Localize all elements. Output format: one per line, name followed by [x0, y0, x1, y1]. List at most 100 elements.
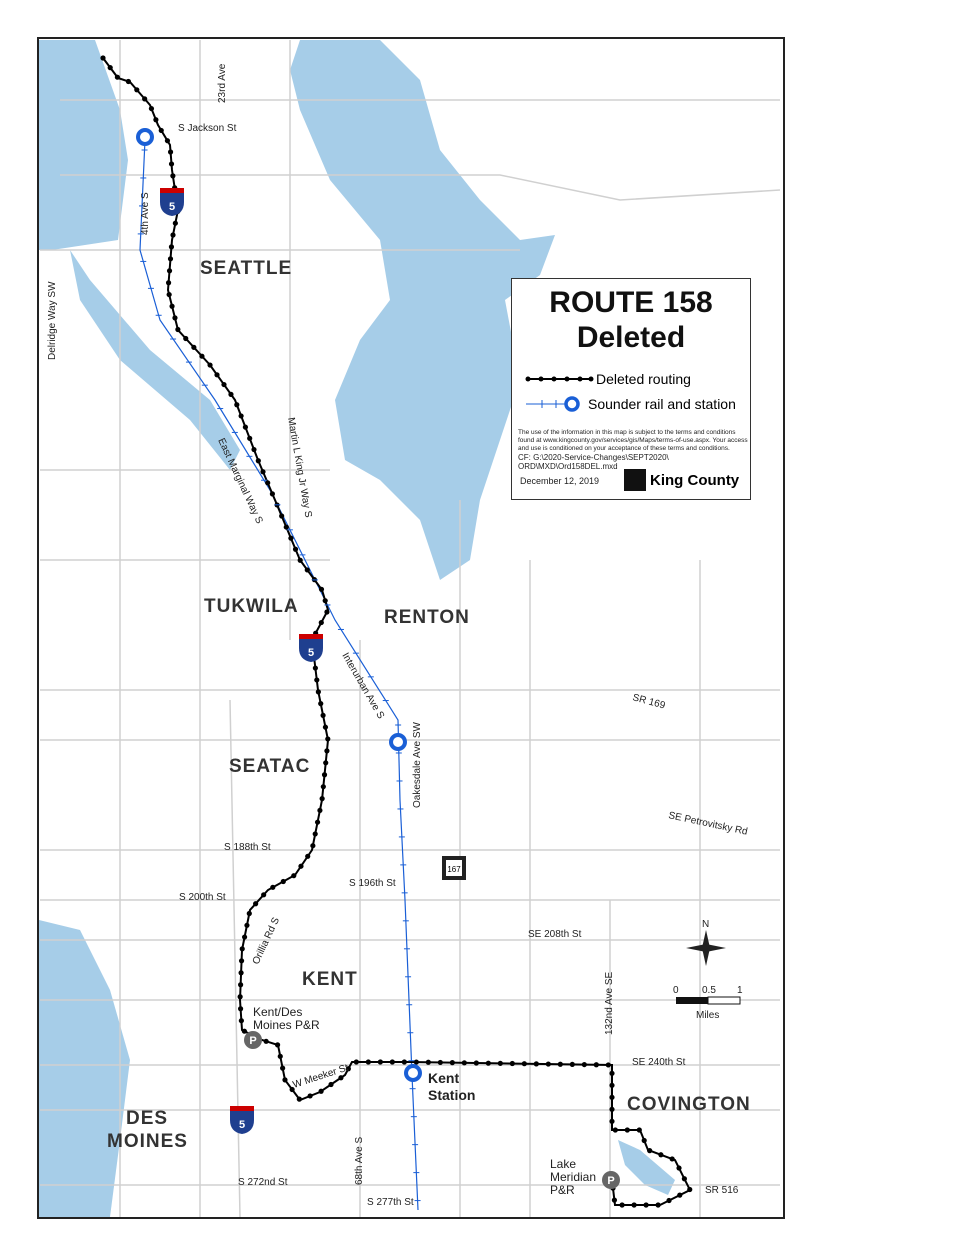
sr167-shield: 167: [442, 856, 466, 880]
king-county-logo-icon: [624, 469, 646, 491]
route-stop-dot: [322, 724, 329, 730]
svg-text:0.5: 0.5: [702, 985, 716, 996]
route-stop-dot: [100, 55, 106, 61]
route-stop-dot: [170, 173, 176, 179]
disclaimer: The use of the information in this map i…: [518, 429, 748, 452]
route-stop-dot: [317, 807, 323, 814]
label-kent: KENT: [302, 969, 358, 990]
route-stop-dot: [297, 557, 303, 563]
route-stop-dot: [260, 469, 266, 475]
king-county-logo: King County: [624, 469, 739, 491]
route-stop-dot: [168, 161, 175, 167]
route-stop-dot: [636, 1127, 642, 1133]
route-stop-dot: [298, 863, 304, 869]
route-stop-dot: [485, 1060, 491, 1066]
svg-text:S Jackson St: S Jackson St: [178, 123, 237, 134]
route-stop-dot: [338, 1075, 344, 1081]
route-stop-dot: [612, 1127, 618, 1133]
svg-text:0: 0: [673, 985, 679, 996]
lake-meridian: [618, 1140, 675, 1195]
route-stop-dot: [687, 1186, 693, 1193]
route-stop-dot: [228, 391, 234, 397]
route-stop-dot: [253, 901, 259, 907]
route-stop-dot: [280, 878, 286, 885]
route-stop-dot: [310, 843, 316, 849]
route-stop-dot: [238, 1018, 244, 1024]
svg-text:132nd Ave SE: 132nd Ave SE: [604, 971, 615, 1035]
route-stop-dot: [169, 303, 175, 309]
route-stop-dot: [241, 934, 248, 940]
route-stop-dot: [377, 1059, 383, 1065]
route-stop-dot: [238, 958, 245, 964]
scale-bar: 0 0.5 1 Miles: [673, 985, 743, 1021]
route-stop-dot: [291, 873, 297, 879]
puget-sound: [39, 920, 130, 1217]
route-stop-dot: [269, 491, 275, 497]
legend-item-sounder: Sounder rail and station: [524, 394, 736, 414]
route-stop-dot: [321, 772, 328, 778]
label-renton: RENTON: [384, 607, 470, 628]
route-stop-dot: [315, 689, 321, 695]
label-seattle: SEATTLE: [200, 258, 292, 279]
svg-text:S 188th St: S 188th St: [224, 842, 271, 853]
station-tukwila[interactable]: [389, 733, 407, 751]
svg-text:5: 5: [169, 201, 175, 213]
svg-text:SE 208th St: SE 208th St: [528, 929, 582, 940]
map-date: December 12, 2019: [520, 476, 600, 486]
route-stop-dot: [324, 748, 330, 754]
route-stop-dot: [292, 546, 299, 552]
route-stop-dot: [658, 1152, 664, 1158]
route-stop-dot: [283, 524, 289, 530]
route-stop-dot: [312, 831, 318, 837]
svg-text:S 272nd St: S 272nd St: [238, 1177, 288, 1188]
route-stop-dot: [237, 1006, 244, 1012]
route-stop-dot: [557, 1061, 563, 1067]
route-stop-dot: [609, 1106, 615, 1112]
route-stop-dot: [282, 1077, 288, 1083]
svg-text:MOINES: MOINES: [107, 1131, 188, 1152]
route-stop-dot: [166, 268, 173, 274]
svg-text:Kent/Des: Kent/Des: [253, 1005, 302, 1019]
route-stop-dot: [647, 1148, 653, 1154]
station-kent[interactable]: [404, 1064, 422, 1082]
file-path: CF: G:\2020-Service-Changes\SEPT2020\ OR…: [518, 453, 669, 471]
park-and-ride-lake-meridian[interactable]: P: [602, 1171, 620, 1189]
route-stop-dot: [214, 372, 220, 378]
route-stop-dot: [207, 362, 213, 368]
route-stop-dot: [581, 1061, 587, 1068]
svg-text:P: P: [249, 1035, 256, 1047]
route-stop-dot: [241, 1028, 248, 1034]
route-stop-dot: [318, 1088, 324, 1094]
label-seatac: SEATAC: [229, 756, 310, 777]
route-stop-dot: [533, 1061, 539, 1067]
svg-text:S 196th St: S 196th St: [349, 878, 396, 889]
route-stop-dot: [624, 1127, 630, 1133]
route-stop-dot: [437, 1059, 443, 1066]
roads: [40, 40, 781, 1218]
route-stop-dot: [134, 87, 140, 93]
route-stop-dot: [641, 1137, 647, 1144]
route-stop-dot: [318, 701, 324, 707]
route-stop-dot: [261, 892, 267, 898]
route-stop-dot: [353, 1059, 359, 1065]
svg-text:167: 167: [447, 865, 461, 874]
route-stop-dot: [242, 424, 249, 430]
label-tukwila: TUKWILA: [204, 596, 299, 617]
station-king-street[interactable]: [136, 128, 154, 146]
route-dots: [100, 55, 693, 1208]
north-arrow: N: [686, 919, 726, 966]
svg-text:Kent: Kent: [428, 1070, 459, 1086]
route-stop-dot: [319, 796, 325, 802]
route-stop-dot: [142, 96, 148, 102]
route-stop-dot: [643, 1202, 649, 1208]
park-and-ride-kent-des-moines[interactable]: P: [244, 1031, 262, 1049]
route-stop-dot: [237, 994, 243, 1000]
route-stop-dot: [509, 1060, 515, 1067]
route-stop-dot: [318, 619, 324, 626]
sounder-stations[interactable]: [136, 128, 422, 1082]
route-stop-dot: [172, 220, 178, 226]
svg-text:Moines P&R: Moines P&R: [253, 1018, 320, 1032]
route-stop-dot: [593, 1062, 599, 1068]
